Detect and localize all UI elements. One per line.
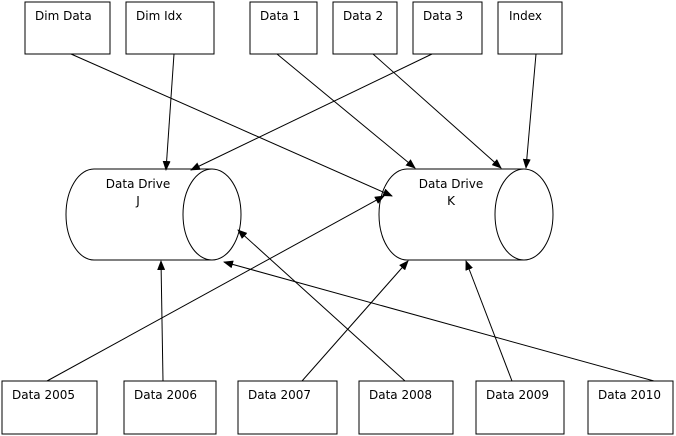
bottom-box-data-2008-label: Data 2008: [369, 388, 432, 402]
top-box-data-3-label: Data 3: [423, 9, 463, 23]
top-box-data-1-label: Data 1: [260, 9, 300, 23]
arrow-data-2008-to-j: [237, 229, 406, 382]
arrow-data-2006-to-j: [157, 260, 166, 382]
arrow-dim-idx-to-j: [162, 53, 175, 171]
drive-k-name: Data Drive: [419, 177, 483, 191]
arrow-data-2010-to-j: [223, 260, 655, 382]
drive-j-letter: J: [135, 194, 140, 208]
bottom-box-data-2005: Data 2005: [1, 380, 98, 435]
arrow-index-to-k: [522, 53, 537, 169]
drive-k-letter: K: [447, 194, 456, 208]
bottom-box-data-2006: Data 2006: [123, 380, 217, 435]
top-box-index: Index: [497, 1, 563, 55]
bottom-box-data-2007: Data 2007: [237, 380, 338, 435]
bottom-box-data-2010: Data 2010: [587, 380, 674, 435]
arrow-data-2-to-k: [372, 53, 502, 169]
bottom-box-data-2005-label: Data 2005: [12, 388, 75, 402]
bottom-box-data-2006-label: Data 2006: [134, 388, 197, 402]
bottom-box-data-2008: Data 2008: [358, 380, 454, 435]
top-box-dim-data-label: Dim Data: [35, 9, 92, 23]
bottom-box-data-2007-label: Data 2007: [248, 388, 311, 402]
arrow-data-3-to-j: [190, 53, 433, 171]
drive-k-cylinder: Data Drive K: [378, 168, 554, 261]
top-box-data-3: Data 3: [412, 1, 483, 55]
top-box-dim-idx-label: Dim Idx: [136, 9, 182, 23]
arrow-data-1-to-k: [276, 53, 416, 169]
top-box-data-2: Data 2: [332, 1, 398, 55]
top-box-dim-data: Dim Data: [24, 1, 111, 55]
top-box-data-1: Data 1: [249, 1, 318, 55]
arrow-data-2005-to-k: [46, 195, 385, 382]
drive-j-name: Data Drive: [106, 177, 170, 191]
bottom-box-data-2009: Data 2009: [475, 380, 565, 435]
bottom-box-data-2009-label: Data 2009: [486, 388, 549, 402]
arrow-dim-data-to-k: [70, 53, 393, 197]
top-box-index-label: Index: [509, 9, 542, 23]
top-box-data-2-label: Data 2: [343, 9, 383, 23]
arrow-data-2009-to-k: [465, 260, 513, 382]
drive-j-cylinder: Data Drive J: [65, 168, 242, 261]
bottom-box-data-2010-label: Data 2010: [598, 388, 661, 402]
arrow-data-2007-to-k: [301, 260, 409, 382]
top-box-dim-idx: Dim Idx: [125, 1, 215, 55]
